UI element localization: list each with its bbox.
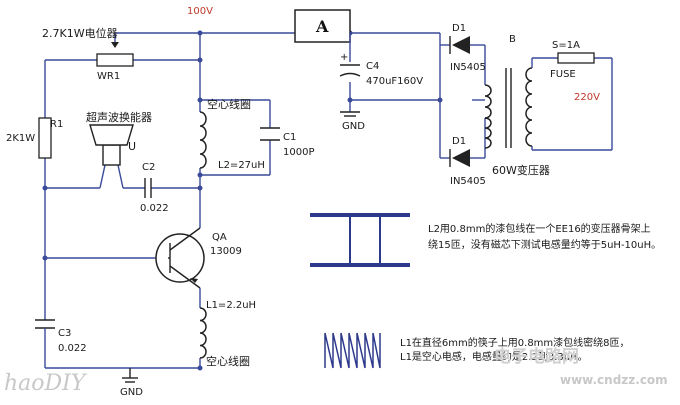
air-coil-illustration [324,332,381,369]
svg-text:+: + [340,52,348,63]
c1-label: C1 [283,132,296,143]
transformer-b [484,67,533,149]
capacitor-c4: + [339,52,361,77]
supply-label: 100V [187,6,213,17]
transformer-label: 60W变压器 [492,163,550,177]
bobbin-illustration [310,213,410,267]
watermark-url: www.cndzz.com [560,373,668,387]
diode-d1-top [449,36,470,54]
c3-value-label: 0.022 [58,343,87,354]
qa-part-label: 13009 [210,246,242,257]
ground-symbol-left [122,368,138,383]
b-label: B [509,34,516,45]
inductor-l1 [199,307,207,359]
pot-label: 2.7K1W电位器 [42,26,118,40]
ammeter-box [294,9,351,43]
watermark-site-cn: 电子电路网 [494,346,579,367]
l1-note-line1: L1在直径6mm的筷子上用0.8mm漆包线密绕8匝， [400,336,630,349]
d1-bottom-part-label: IN5405 [450,176,486,187]
l1-label: L1=2.2uH [206,300,256,311]
l2-note-line1: L2用0.8mm的漆包线在一个EE16的变压器骨架上 [428,222,651,235]
c2-label: C2 [142,162,155,173]
d1-top-part-label: IN5405 [450,62,486,73]
mains-wiring [531,57,613,151]
d1-bottom-label: D1 [452,136,466,147]
r1-value-label: 2K1W [6,133,35,144]
middle-wiring [349,32,440,112]
l1-note-line2: L1是空心电感，电感量约是2.2到3.3uH。 [400,350,588,363]
l2-note-line2: 绕15匝，没有磁芯下测试电感量约等于5uH-10uH。 [428,238,661,251]
ammeter-label: A [315,17,329,36]
c3-label: C3 [58,328,71,339]
d1-top-label: D1 [452,23,466,34]
watermark-logo: haoDIY [4,371,88,396]
rectifier-wiring [439,33,486,159]
mains-label: 220V [574,92,600,103]
c4-label: C4 [366,61,379,72]
r1-label: R1 [50,119,63,130]
fuse-rating-label: S=1A [552,40,580,51]
u-label: U [128,140,136,153]
gnd-left-label: GND [120,387,143,398]
inductor-l2 [199,111,207,169]
wr1-label: WR1 [97,71,120,82]
ground-symbol-mid [340,111,360,117]
c1-value-label: 1000P [283,147,314,158]
resistor-r1 [38,117,52,159]
potentiometer-wr1 [96,42,134,67]
qa-label: QA [212,232,227,243]
ultrasonic-transducer-icon [89,124,134,166]
gnd-mid-label: GND [342,121,365,132]
capacitor-c2 [144,178,152,198]
left-oscillator-wiring [44,32,295,369]
fuse-icon [557,52,595,64]
c4-value-label: 470uF160V [366,76,423,87]
transducer-label: 超声波换能器 [86,110,152,124]
aircoil-bottom-label: 空心线圈 [206,354,250,368]
capacitor-c3 [35,319,55,340]
capacitor-c1 [260,127,280,141]
c2-value-label: 0.022 [140,203,169,214]
diode-d1-bottom [449,149,470,167]
l2-label: L2=27uH [218,160,265,171]
aircoil-top-label: 空心线圈 [207,97,251,111]
fuse-label: FUSE [550,69,576,80]
transistor-qa [155,227,205,289]
